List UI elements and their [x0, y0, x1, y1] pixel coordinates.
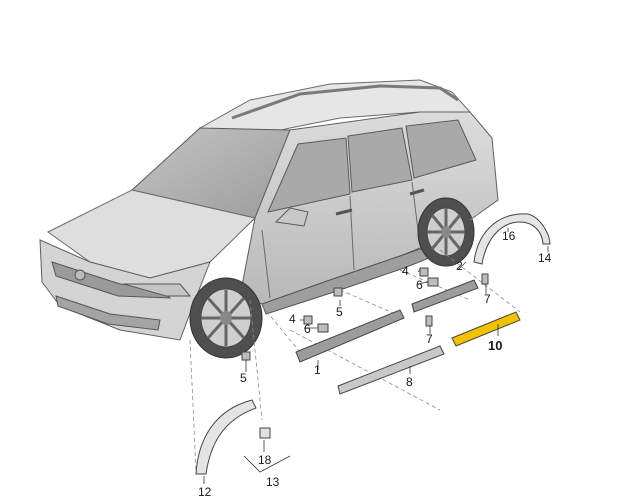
label-part-7b: 7: [426, 332, 433, 346]
roof-rail: [231, 84, 459, 120]
label-part-8: 8: [406, 375, 413, 389]
label-part-6b: 6: [304, 322, 311, 336]
leader-lines: [203, 228, 549, 484]
part-sill-strip-10-highlighted[interactable]: [451, 311, 521, 347]
label-part-6a: 6: [416, 278, 423, 292]
part-wheel-arch-rear[interactable]: [473, 213, 551, 265]
label-part-13: 13: [266, 475, 280, 489]
label-part-18: 18: [258, 453, 272, 467]
part-sill-strip-8[interactable]: [337, 345, 445, 395]
label-part-1: 1: [314, 363, 321, 377]
label-part-7a: 7: [484, 292, 491, 306]
label-part-4a: 4: [402, 264, 409, 278]
label-part-10: 10: [488, 338, 502, 353]
part-sill-trim-2[interactable]: [411, 279, 479, 313]
car-badge: [74, 269, 86, 281]
label-part-16: 16: [502, 229, 516, 243]
car-illustration: [39, 79, 499, 359]
car-front-wheel: [189, 277, 263, 359]
car-rear-door-window: [347, 127, 413, 193]
label-part-5b: 5: [240, 371, 247, 385]
part-labels: 1 2 4 4 5 5 6 6 7 7 8 10 12 13 14 16 18: [198, 229, 552, 499]
part-wheel-arch-front[interactable]: [195, 399, 257, 475]
door-handles: [335, 188, 425, 216]
car-quarter-window: [405, 119, 477, 179]
part-sill-trim-1[interactable]: [295, 309, 405, 363]
label-part-5a: 5: [336, 305, 343, 319]
label-part-2: 2: [456, 259, 463, 273]
fasteners[interactable]: [241, 267, 489, 361]
label-part-12: 12: [198, 485, 212, 499]
label-part-14: 14: [538, 251, 552, 265]
car-front-door-window: [267, 137, 351, 213]
label-part-4b: 4: [289, 312, 296, 326]
car-lower-grille: [55, 295, 161, 331]
part-clip-18[interactable]: [259, 427, 271, 439]
car-side-mirror: [274, 207, 309, 227]
car-headlight: [123, 283, 192, 297]
car-rear-wheel: [417, 197, 475, 267]
